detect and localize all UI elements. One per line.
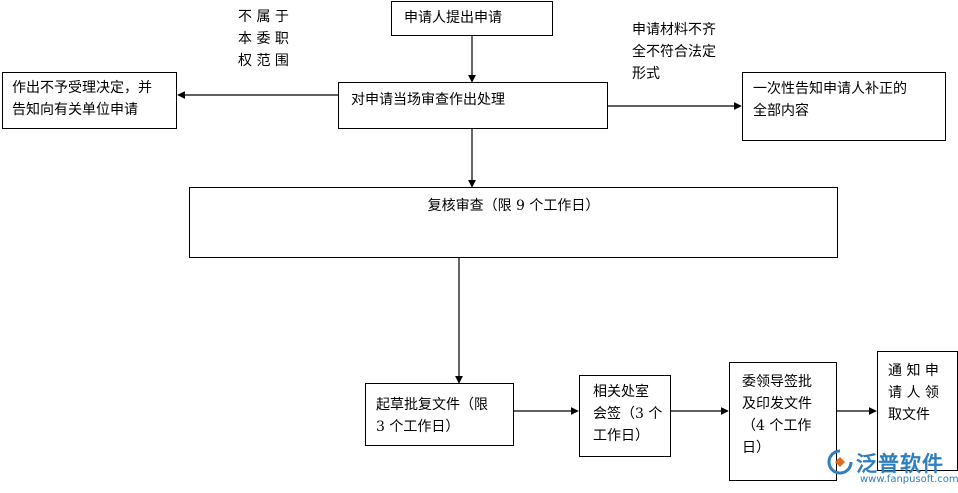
node-supplement-line-2: 全部内容 xyxy=(753,103,809,119)
node-countersign-line-2: 会签（3 个 xyxy=(593,406,663,422)
edge-label-not-in-scope-line-1: 不 属 于 xyxy=(238,9,289,25)
node-review: 复核审查（限 9 个工作日） xyxy=(189,187,838,258)
watermark-brand: 泛普软件 xyxy=(856,452,944,476)
node-review-text: 复核审查（限 9 个工作日） xyxy=(427,198,600,214)
edge-label-not-in-scope-line-3: 权 范 围 xyxy=(238,53,289,69)
node-approve-line-4: 日） xyxy=(742,440,770,456)
node-draft-line-2: 3 个工作日） xyxy=(376,419,460,435)
node-countersign-line-1: 相关处室 xyxy=(593,384,649,400)
node-notify-line-1: 通 知 申 xyxy=(888,363,939,379)
node-reject: 作出不予受理决定，并 告知向有关单位申请 xyxy=(2,72,177,129)
node-approve-line-2: 及印发文件 xyxy=(742,396,812,412)
node-supplement: 一次性告知申请人补正的 全部内容 xyxy=(742,72,946,141)
node-approve-line-1: 委领导签批 xyxy=(742,374,812,390)
edge-label-not-in-scope-line-2: 本 委 职 xyxy=(238,31,289,47)
edge-label-incomplete-line-3: 形式 xyxy=(632,66,660,82)
edge-label-incomplete-line-1: 申请材料不齐 xyxy=(632,22,716,38)
node-apply: 申请人提出申请 xyxy=(391,1,553,36)
node-reject-line-1: 作出不予受理决定，并 xyxy=(12,80,152,96)
node-notify: 通 知 申 请 人 领 取文件 xyxy=(877,351,958,471)
node-countersign-line-3: 工作日） xyxy=(593,428,649,444)
edge-label-incomplete: 申请材料不齐 全不符合法定 形式 xyxy=(632,19,716,85)
node-draft: 起草批复文件（限 3 个工作日） xyxy=(365,383,514,446)
node-reject-line-2: 告知向有关单位申请 xyxy=(12,102,138,118)
node-countersign: 相关处室 会签（3 个 工作日） xyxy=(579,375,671,457)
node-apply-text: 申请人提出申请 xyxy=(404,10,502,26)
node-draft-line-1: 起草批复文件（限 xyxy=(376,397,488,413)
watermark-url: www.fanpusoft.com xyxy=(860,474,958,485)
fanpu-logo-icon xyxy=(827,449,853,475)
edge-label-incomplete-line-2: 全不符合法定 xyxy=(632,44,716,60)
node-supplement-line-1: 一次性告知申请人补正的 xyxy=(753,81,907,97)
node-on-site-review: 对申请当场审查作出处理 xyxy=(338,82,608,129)
node-notify-line-3: 取文件 xyxy=(888,407,930,423)
node-approve: 委领导签批 及印发文件 （4 个工作 日） xyxy=(729,362,837,481)
node-approve-line-3: （4 个工作 xyxy=(742,418,812,434)
watermark: 泛普软件 www.fanpusoft.com xyxy=(826,446,958,492)
node-notify-line-2: 请 人 领 xyxy=(888,385,939,401)
edge-label-not-in-scope: 不 属 于 本 委 职 权 范 围 xyxy=(238,6,289,72)
node-on-site-review-text: 对申请当场审查作出处理 xyxy=(351,92,505,108)
